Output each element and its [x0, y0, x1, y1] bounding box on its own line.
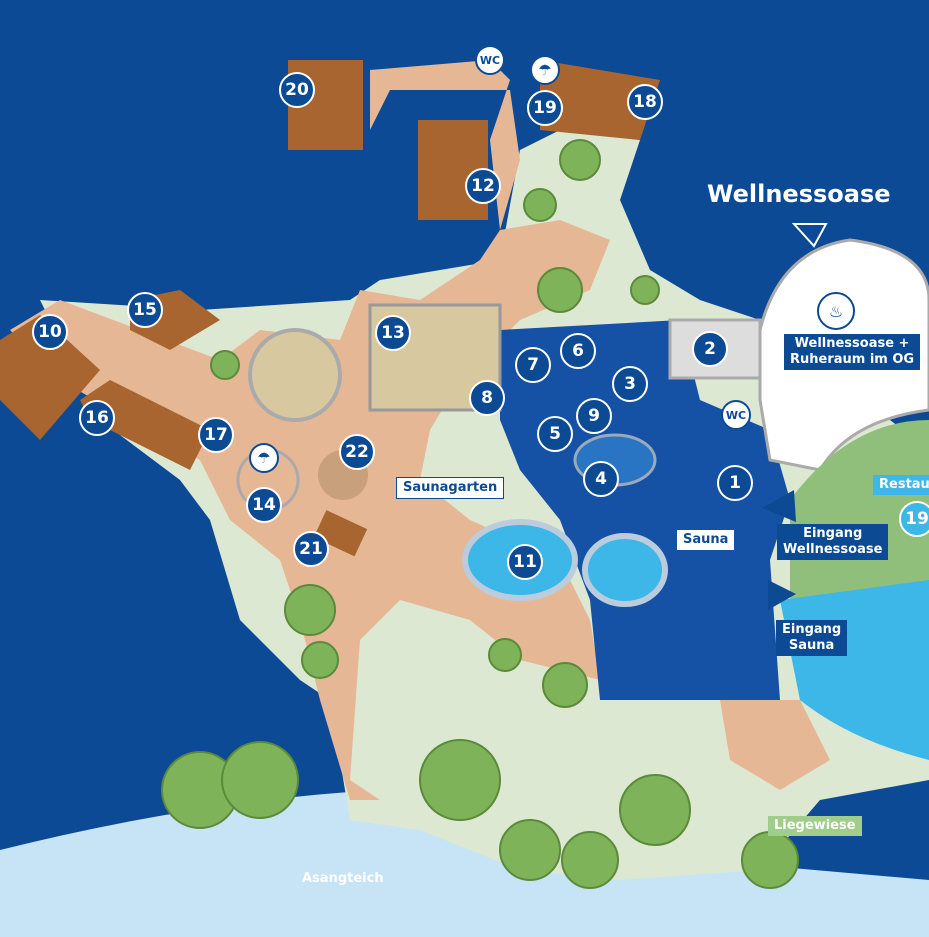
marker-12[interactable]: 12 — [465, 168, 501, 204]
label-line: Sauna — [788, 638, 835, 653]
marker-1[interactable]: 1 — [717, 465, 753, 501]
marker-2[interactable]: 2 — [692, 331, 728, 367]
marker-4[interactable]: 4 — [583, 461, 619, 497]
label-saunagarten: Saunagarten — [396, 477, 505, 499]
sauna-area — [500, 320, 790, 700]
wc-icon: WC — [475, 45, 505, 75]
restaurant-terrace — [790, 420, 929, 610]
label-line: Ruheraum im OG — [790, 352, 915, 367]
label-line: Wellnessoase + — [794, 336, 910, 351]
shower-icon: ☂ — [249, 443, 279, 473]
marker-3[interactable]: 3 — [612, 366, 648, 402]
sauna-21 — [313, 510, 368, 557]
label-asangteich: Asangteich — [302, 871, 384, 886]
label-liegewiese: Liegewiese — [768, 816, 862, 836]
marker-22[interactable]: 22 — [339, 434, 375, 470]
marker-17[interactable]: 17 — [198, 417, 234, 453]
marker-10[interactable]: 10 — [32, 314, 68, 350]
lake-asangteich — [0, 790, 929, 937]
label-line: Eingang — [782, 622, 842, 637]
marker-11[interactable]: 11 — [507, 544, 543, 580]
marker-8[interactable]: 8 — [469, 380, 505, 416]
marker-13[interactable]: 13 — [375, 315, 411, 351]
marker-21[interactable]: 21 — [293, 531, 329, 567]
path-area — [10, 60, 610, 800]
label-wellness-og: Wellnessoase +Ruheraum im OG — [784, 334, 921, 370]
marker-14[interactable]: 14 — [246, 487, 282, 523]
marker-7[interactable]: 7 — [515, 347, 551, 383]
marker-18[interactable]: 18 — [627, 84, 663, 120]
sauna-18 — [540, 60, 660, 140]
pointer-triangle-icon — [792, 223, 828, 248]
label-line: Eingang — [803, 526, 863, 541]
map-title: Wellnessoase — [707, 180, 891, 208]
marker-16[interactable]: 16 — [79, 400, 115, 436]
marker-20[interactable]: 20 — [279, 72, 315, 108]
label-restaurant: Restau — [873, 475, 929, 495]
label-line: Wellnessoase — [783, 542, 883, 557]
entrance-arrow-icon — [762, 490, 796, 522]
marker-19[interactable]: 19 — [527, 90, 563, 126]
marker-19-restaurant[interactable]: 19 — [899, 501, 929, 537]
label-sauna: Sauna — [677, 530, 735, 550]
trees — [161, 139, 799, 889]
marker-15[interactable]: 15 — [127, 292, 163, 328]
wc-icon: WC — [721, 400, 751, 430]
plaza-ring — [248, 328, 342, 422]
shower-icon: ☂ — [530, 55, 560, 85]
sauna-10 — [0, 315, 100, 440]
marker-9[interactable]: 9 — [576, 398, 612, 434]
marker-5[interactable]: 5 — [537, 416, 573, 452]
sand-path-south — [720, 700, 830, 790]
pool-small — [582, 533, 668, 607]
entrance-arrow-icon — [768, 580, 796, 610]
massage-icon: ♨ — [817, 292, 855, 330]
sauna-16 — [80, 380, 210, 470]
marker-6[interactable]: 6 — [560, 333, 596, 369]
